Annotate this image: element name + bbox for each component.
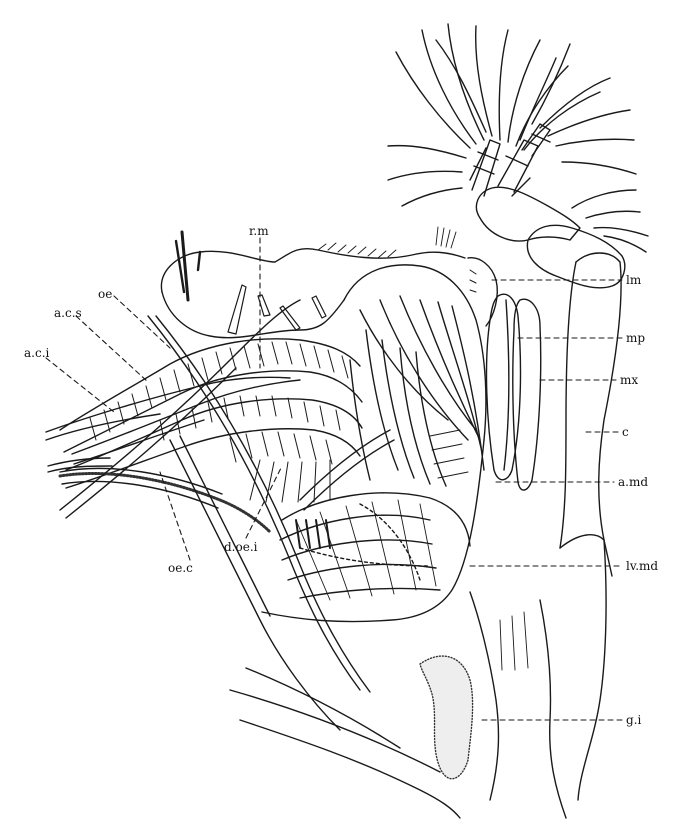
label-aci: a.c.i [24,346,49,360]
antenna [388,24,648,288]
label-oe: oe [98,287,112,301]
label-gi: g.i [626,713,641,727]
label-rm: r.m [249,224,269,238]
label-oec: oe.c [168,561,193,575]
label-amd: a.md [618,475,648,489]
label-doei: d.oe.i [224,540,257,554]
label-mx: mx [620,373,638,387]
leader-lines [46,238,622,720]
muscle-masses [262,265,486,622]
label-lvmd: lv.md [626,559,658,573]
segmented-band [60,339,362,548]
label-acs: a.c.s [54,306,82,320]
head-spines [228,285,326,334]
head-outline [161,227,465,338]
label-mp: mp [626,331,645,345]
label-c: c [622,425,629,439]
label-lm: lm [626,273,641,287]
lower-body [230,540,606,818]
mouthparts [468,253,621,576]
oesophagus [46,300,394,730]
